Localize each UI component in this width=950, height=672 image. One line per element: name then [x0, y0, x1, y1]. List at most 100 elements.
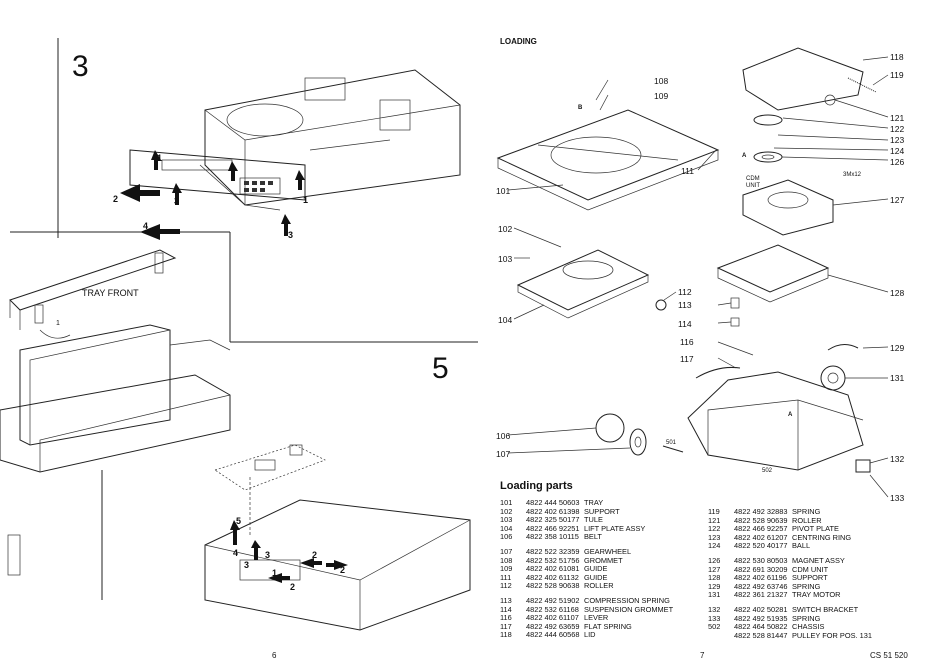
- callout: 107: [496, 449, 511, 459]
- part-description: CDM UNIT: [792, 564, 829, 574]
- callout: 114: [678, 319, 692, 329]
- part-position: 103: [500, 515, 513, 525]
- step-label: 3: [288, 230, 294, 240]
- part-position: 124: [708, 541, 721, 551]
- part-code: 4822 492 32883: [734, 507, 788, 516]
- part-description: SWITCH BRACKET: [792, 605, 859, 614]
- callout: 118: [890, 52, 904, 62]
- part-position: 111: [500, 572, 512, 582]
- part-description: GUIDE: [584, 564, 608, 574]
- parts-row: 111 4822 402 61132 GUIDE: [500, 572, 608, 583]
- step-label: 3: [244, 560, 250, 570]
- part-position: 102: [500, 506, 513, 516]
- callout: 124: [890, 146, 905, 156]
- part-position: 104: [500, 523, 513, 533]
- callout: 132: [890, 454, 905, 464]
- part-code: 4822 691 30209: [734, 564, 788, 574]
- part-description: PULLEY FOR POS. 131: [792, 630, 872, 640]
- callout: 128: [890, 288, 905, 298]
- callout: 502: [762, 468, 773, 474]
- part-code: 4822 492 51935: [734, 613, 788, 623]
- document-code: CS 51 520: [870, 651, 908, 660]
- part-description: CENTRING RING: [792, 532, 852, 542]
- callout: A: [742, 153, 747, 159]
- part-code: 4822 528 90638: [526, 581, 580, 591]
- part-code: 4822 402 61207: [734, 532, 788, 542]
- callout: 121: [890, 113, 905, 123]
- callout: B: [578, 105, 583, 111]
- part-code: 4822 402 61132: [526, 572, 579, 582]
- step-label: 2: [312, 550, 318, 560]
- parts-row: 103 4822 325 50177 TULE: [500, 516, 603, 525]
- part-position: 126: [708, 556, 721, 565]
- part-position: 108: [500, 555, 513, 565]
- part-position: 117: [500, 621, 512, 631]
- callout: 101: [496, 186, 511, 196]
- part-code: 4822 358 10115: [526, 532, 579, 542]
- part-description: BALL: [792, 541, 811, 551]
- part-description: TULE: [584, 515, 603, 525]
- loading-exploded-view: [496, 47, 889, 498]
- callout: 113: [678, 300, 692, 310]
- callout: 119: [890, 70, 904, 80]
- step-label: 1: [157, 153, 163, 163]
- step-label: 1: [303, 195, 309, 205]
- part-position: 112: [500, 581, 512, 591]
- step-label: 4: [233, 548, 239, 558]
- part-code: 4822 466 92257: [734, 524, 788, 534]
- part-position: 107: [500, 547, 513, 556]
- part-description: TRAY: [584, 498, 604, 507]
- part-position: 109: [500, 564, 513, 574]
- part-code: 4822 444 50603: [526, 498, 580, 507]
- part-position: 106: [500, 532, 513, 542]
- section-3-number: 3: [72, 50, 89, 83]
- screw-label: 3Mx12: [843, 172, 862, 178]
- callout: 106: [496, 431, 511, 441]
- part-position: 101: [500, 498, 513, 507]
- part-position: 133: [708, 613, 721, 623]
- part-code: 4822 522 32359: [526, 547, 580, 556]
- part-description: SPRING: [792, 613, 821, 623]
- callout: 109: [654, 91, 669, 101]
- callout: 103: [498, 254, 513, 264]
- section-heading: LOADING: [500, 37, 537, 46]
- part-position: 119: [708, 507, 720, 516]
- part-position: 121: [708, 515, 721, 525]
- parts-row: 101 4822 444 50603 TRAY: [500, 498, 604, 508]
- part-code: 4822 528 90639: [734, 515, 788, 525]
- part-code: 4822 532 51756: [526, 555, 580, 565]
- part-description: TRAY MOTOR: [792, 590, 841, 600]
- part-description: LID: [584, 630, 596, 640]
- part-code: 4822 492 63746: [734, 581, 788, 591]
- callout: 104: [498, 315, 513, 325]
- part-description: GUIDE: [584, 572, 608, 582]
- part-position: 129: [708, 581, 721, 591]
- step-label: 2: [290, 582, 296, 592]
- callout: A: [788, 412, 793, 418]
- part-description: ROLLER: [584, 581, 614, 591]
- part-code: 4822 402 61196: [734, 573, 787, 583]
- part-code: 4822 325 50177: [526, 515, 580, 525]
- step-label: 2: [340, 565, 346, 575]
- tray-front-label: TRAY FRONT: [82, 288, 139, 298]
- part-description: FLAT SPRING: [584, 621, 632, 631]
- part-code: 4822 532 61168: [526, 604, 579, 614]
- part-code: 4822 402 61398: [526, 506, 580, 516]
- callout: 102: [498, 224, 513, 234]
